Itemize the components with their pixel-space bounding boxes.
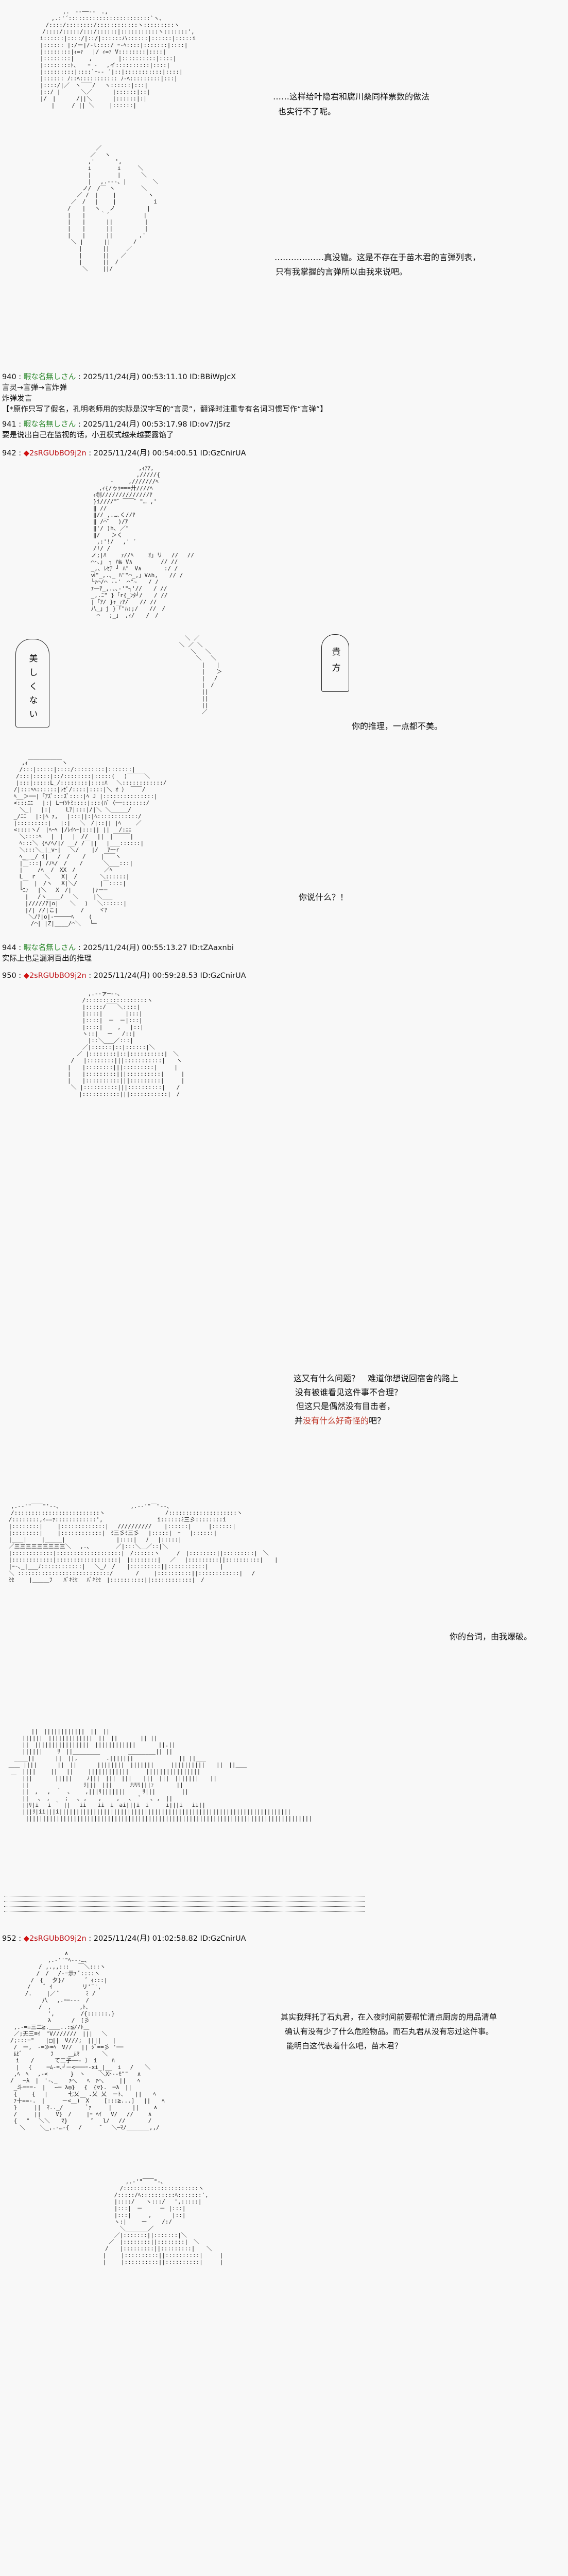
post-952: 952 : ◆2sRGUbBO9j2n : 2025/11/24(月) 01:0… xyxy=(2,1935,246,1943)
post-date: 2025/11/24(月) 01:02:58.82 ID:GzCnirUA xyxy=(93,1935,246,1943)
post-944: 944 : 暇な名無しさん : 2025/11/24(月) 00:55:13.2… xyxy=(2,943,234,964)
ascii-art-character-closeup: ,. -‐──‐- ., ,.:'´::::::::::::::::::::::… xyxy=(40,8,196,109)
dialogue-line: 确认有没有少了什么危险物品。而石丸君从没有忘过这件事。 xyxy=(285,2027,494,2036)
ascii-art-character-pointing: ,ｨｱｱ, ,/////{ - ,///////ﾍ ,ｨ{/ゥｩ===廾////… xyxy=(91,465,195,619)
post-body-line: 炸弹发言 xyxy=(2,395,32,403)
ascii-art-character-sitting: ,.-‐ァ─‐-､ /::::::::::::::::::ヽ |:::::/￣￣… xyxy=(67,990,185,1097)
post-date: 2025/11/24(月) 00:53:17.98 ID:ov7/j5rz xyxy=(83,420,230,429)
post-number: 944 xyxy=(2,944,16,952)
post-941: 941 : 暇な名無しさん : 2025/11/24(月) 00:53:17.9… xyxy=(2,419,230,441)
dialogue-line: 能明白这代表着什么吧，苗木君？ xyxy=(286,2041,403,2050)
dialogue-line: 这又有什么问题？ 难道你想说回宿舍的路上 xyxy=(294,1374,459,1383)
dialogue-line: 没有被谁看见这件事不合理？ xyxy=(295,1387,403,1397)
ascii-art-speed-lines: ＼ ／ ＼ ／ ＼ ＼ ＼ ＼ ＼ | | | ＞ | / | / || || … xyxy=(179,635,222,715)
poster-tripcode[interactable]: 2sRGUbBO9j2n xyxy=(29,449,87,457)
post-body-line: 要是说出自己在监视的话，小丑模式越来越要露馅了 xyxy=(2,431,174,439)
ascii-art-character-armor: ,ｨ￣￣￣￣￣￣ヽ /:::|:::::|::::/:::::::::|::::… xyxy=(13,759,167,927)
post-940: 940 : 暇な名無しさん : 2025/11/24(月) 00:53:11.1… xyxy=(2,372,328,415)
post-body-line: 实际上也是漏洞百出的推理 xyxy=(2,955,92,963)
poster-name[interactable]: 暇な名無しさん xyxy=(23,944,76,952)
red-diamond-icon: ◆ xyxy=(23,1935,29,1943)
post-950: 950 : ◆2sRGUbBO9j2n : 2025/11/24(月) 00:5… xyxy=(2,972,246,980)
post-number: 950 xyxy=(2,972,16,980)
dialogue-line: ………………真没辙。这是不存在于苗木君的言弹列表， xyxy=(274,252,481,262)
bubble-text: 貴方 xyxy=(330,647,340,679)
dialogue-text: 吧？ xyxy=(369,1416,386,1426)
red-diamond-icon: ◆ xyxy=(23,972,29,980)
ascii-art-character-standing: ／ ／ ヽ ,' ', i i ＼ | | ＼ | ,.-‐‐、| ＼ ノ/ /… xyxy=(67,145,159,272)
post-number: 940 xyxy=(2,373,16,381)
poster-tripcode[interactable]: 2sRGUbBO9j2n xyxy=(29,972,87,980)
dialogue-line: 也实行不了呢。 xyxy=(278,107,336,116)
bubble-text: 美しくない xyxy=(27,654,38,723)
speech-bubble-right: 貴方 xyxy=(321,634,349,692)
dialogue-line: 其实我拜托了石丸君，在入夜时间前要帮忙清点厨房的用品清单 xyxy=(281,2012,497,2022)
post-date: 2025/11/24(月) 00:53:11.10 ID:BBiWpJcX xyxy=(83,373,236,381)
divider-line xyxy=(4,1901,365,1902)
dialogue-line: 但这只是偶然没有目击者， xyxy=(296,1401,395,1411)
ascii-art-character-holding: ∧ ,.-''"ﾍ---…､ / ,.,,::: ￣＼:::ヽ / / /-=示… xyxy=(10,1950,165,2131)
dialogue-line: 并没有什么好奇怪的吧？ xyxy=(295,1416,385,1426)
post-body-line: 言灵→言弹→言炸弹 xyxy=(2,384,67,392)
post-942: 942 : ◆2sRGUbBO9j2n : 2025/11/24(月) 00:5… xyxy=(2,449,246,457)
post-date: 2025/11/24(月) 00:55:13.27 ID:tZAaxnbi xyxy=(83,944,234,952)
ascii-art-sound-effect: || |||||||||||| || || |||||| |||||||||||… xyxy=(8,1728,312,1822)
poster-tripcode[interactable]: 2sRGUbBO9j2n xyxy=(29,1935,87,1943)
post-body-line: 【*原作只写了假名，孔明老师用的实际是汉字写的“言灵”，翻译时注重专有名词习惯写… xyxy=(2,405,328,414)
dialogue-line: 只有我掌握的言弹所以由我来说吧。 xyxy=(276,267,408,277)
red-diamond-icon: ◆ xyxy=(23,449,29,457)
ascii-art-confrontation: ,.-‐'"￣￣"'‐-､ ,.-‐'"￣"‐-､ /:::::::::::::… xyxy=(8,1503,278,1583)
ascii-art-character-final: ,.‐'"￣￣"‐､ /::::::::::::::::::::::ヽ /:::… xyxy=(102,2178,223,2265)
post-date: 2025/11/24(月) 00:54:00.51 ID:GzCnirUA xyxy=(93,449,246,457)
dialogue-line: 你的推理，一点都不美。 xyxy=(352,721,443,731)
poster-name[interactable]: 暇な名無しさん xyxy=(23,373,76,381)
poster-name[interactable]: 暇な名無しさん xyxy=(23,420,76,429)
dialogue-line: 你说什么？！ xyxy=(299,892,349,902)
dialogue-line: 你的台词，由我爆破。 xyxy=(450,1632,532,1641)
divider-line xyxy=(4,1911,365,1912)
dialogue-text: 并 xyxy=(295,1416,303,1426)
post-number: 941 xyxy=(2,420,16,429)
divider-line xyxy=(4,1906,365,1907)
speech-bubble-left: 美しくない xyxy=(15,639,49,727)
dialogue-line: ……这样给叶隐君和腐川桑同样票数的做法 xyxy=(273,92,430,101)
post-date: 2025/11/24(月) 00:59:28.53 ID:GzCnirUA xyxy=(93,972,246,980)
post-number: 952 xyxy=(2,1935,16,1943)
post-number: 942 xyxy=(2,449,16,457)
dialogue-highlight: 没有什么好奇怪的 xyxy=(303,1416,369,1426)
